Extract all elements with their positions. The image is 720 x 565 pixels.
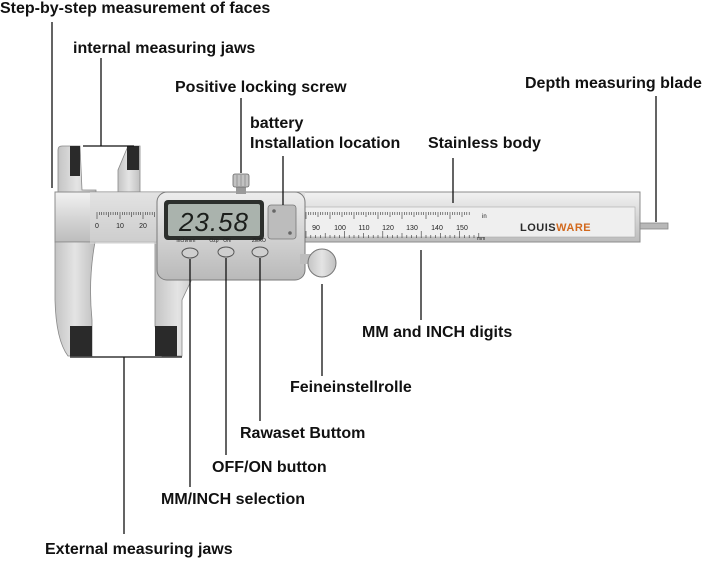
unit-in: in	[482, 214, 487, 220]
scale-num-150: 150	[456, 225, 468, 232]
battery-cover[interactable]	[267, 204, 297, 240]
label-mm-inch-digits: MM and INCH digits	[362, 324, 513, 341]
zero-button[interactable]	[251, 246, 269, 258]
label-locking-screw: Positive locking screw	[175, 79, 347, 96]
label-rawaset-button: Rawaset Buttom	[240, 425, 366, 442]
brand-logo: LOUISWARE	[520, 222, 591, 234]
label-off-on-button: OFF/ON button	[212, 459, 327, 476]
scale-num-130: 130	[406, 225, 418, 232]
internal-jaw-slider-tip	[127, 146, 139, 170]
scale-num-110: 110	[358, 225, 369, 232]
beam-scale-strip	[299, 206, 636, 238]
depth-blade	[639, 222, 669, 230]
leader-external-jaws	[70, 356, 182, 534]
scale-num-120: 120	[382, 225, 394, 232]
scale-num-10: 10	[116, 223, 124, 230]
label-external-jaws: External measuring jaws	[45, 541, 233, 558]
internal-jaw-fixed-tip	[70, 146, 80, 176]
fine-adjustment-roller[interactable]	[307, 248, 337, 278]
label-stainless-body: Stainless body	[428, 135, 541, 152]
scale-ticks-right	[305, 212, 470, 219]
label-fine-roller: Feineinstellrolle	[290, 379, 412, 396]
lcd-reading: 23.58	[178, 207, 249, 237]
leader-internal-jaws	[83, 58, 134, 147]
scale-num-0: 0	[95, 223, 99, 230]
btn-label-inch-mm: inch/mm	[177, 238, 196, 244]
external-jaw-fixed-tip	[70, 326, 92, 356]
label-battery-line2: Installation location	[250, 135, 401, 152]
label-battery-line1: battery	[250, 115, 304, 132]
scale-ticks-left	[96, 212, 155, 219]
unit-mm: mm	[477, 236, 485, 242]
leader-lines	[51, 22, 657, 534]
lcd-screen	[168, 204, 260, 236]
scale-num-140: 140	[431, 225, 443, 232]
brand-part-ware: WARE	[556, 222, 591, 234]
on-off-button[interactable]	[217, 246, 235, 258]
label-internal-jaws: internal measuring jaws	[73, 40, 256, 57]
battery-screw-1	[272, 209, 276, 213]
scale-num-100: 100	[334, 225, 346, 232]
btn-label-ozp: Ozp	[209, 238, 218, 244]
scale-num-90: 90	[312, 225, 320, 232]
label-step-by-step: Step-by-step measurement of faces	[0, 0, 271, 17]
external-jaw-slider-tip	[155, 326, 177, 356]
btn-label-zero: ZERO	[252, 238, 266, 244]
mm-inch-button[interactable]	[181, 247, 199, 259]
btn-label-on: ON	[223, 238, 231, 244]
locking-screw-stem	[236, 186, 246, 194]
label-depth-blade: Depth measuring blade	[525, 75, 702, 92]
scale-ticks-inch	[305, 231, 480, 238]
brand-part-louis: LOUIS	[520, 222, 556, 234]
battery-screw-2	[288, 231, 292, 235]
scale-num-20: 20	[139, 223, 147, 230]
label-mm-inch-selection: MM/INCH selection	[161, 491, 306, 508]
